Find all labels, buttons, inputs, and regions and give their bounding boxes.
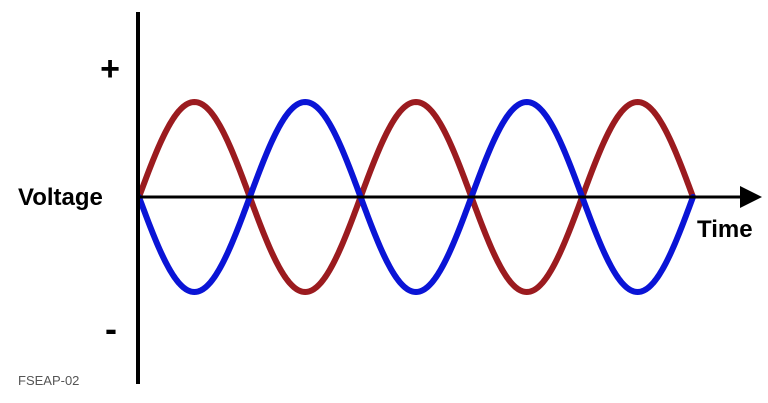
time-axis-arrowhead xyxy=(740,186,762,208)
positive-label: + xyxy=(100,50,120,88)
figure-code: FSEAP-02 xyxy=(18,373,79,388)
wave-red xyxy=(136,99,696,295)
wave-blue xyxy=(136,99,696,295)
negative-label: - xyxy=(105,308,117,349)
time-label: Time xyxy=(697,216,753,243)
voltage-label: Voltage xyxy=(18,184,103,211)
